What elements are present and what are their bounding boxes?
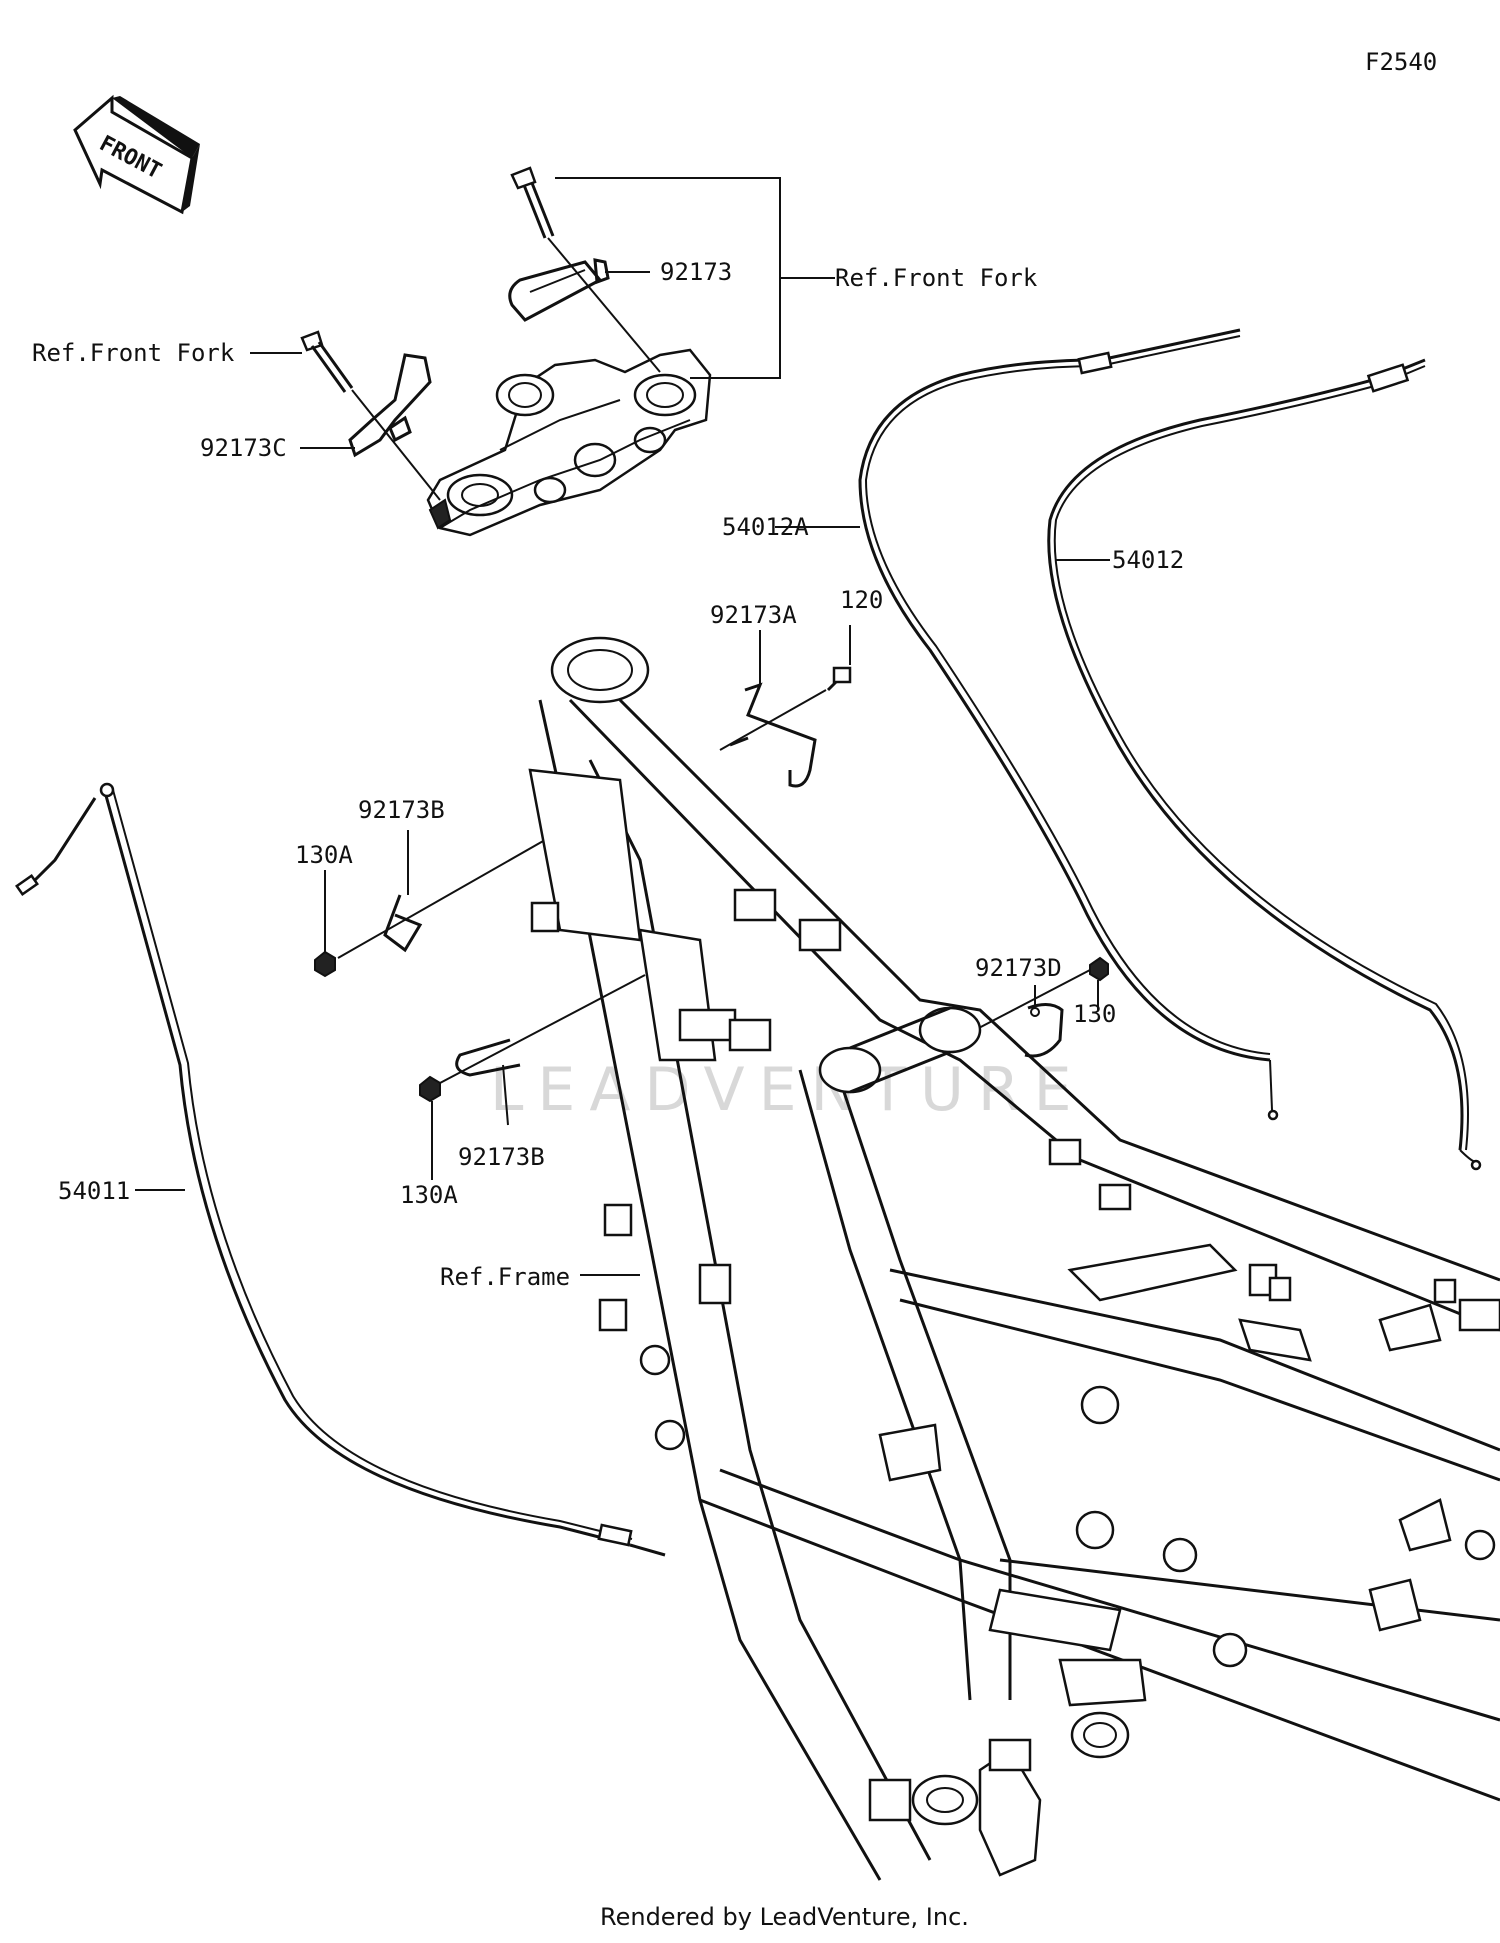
cable-54011 (15, 782, 666, 1557)
leader (719, 689, 827, 751)
label-ref-front-fork-left: Ref.Front Fork (32, 339, 235, 367)
label-92173A: 92173A (710, 601, 797, 629)
cable-54012A (858, 328, 1279, 1121)
steering-stem-bracket (426, 348, 712, 537)
label-92173B-upper: 92173B (358, 796, 445, 824)
clamp-92173C (348, 353, 432, 458)
label-92173D: 92173D (975, 954, 1062, 982)
leader (547, 237, 661, 373)
watermark: LEADVENTURE (490, 1055, 1086, 1125)
leader (974, 969, 1091, 1031)
cable-54012 (1047, 358, 1482, 1171)
bolt-130 (1089, 956, 1109, 982)
label-54012: 54012 (1112, 546, 1184, 574)
leader (502, 1064, 509, 1126)
label-130A-lower: 130A (400, 1181, 458, 1209)
bolt-120 (826, 666, 852, 692)
label-130A-upper: 130A (295, 841, 353, 869)
diagram-code: F2540 (1365, 48, 1437, 76)
bolt-130A-lower (419, 1075, 441, 1103)
label-130: 130 (1073, 1000, 1116, 1028)
label-92173B-lower: 92173B (458, 1143, 545, 1171)
front-direction-arrow-icon: FRONT (73, 94, 200, 215)
label-ref-front-fork-top: Ref.Front Fork (835, 264, 1038, 292)
frame (528, 636, 1500, 1881)
bolt-130A-upper (314, 950, 336, 978)
label-54012A: 54012A (722, 513, 809, 541)
bolt-top (510, 166, 555, 239)
leader (337, 819, 581, 959)
clamp-92173 (508, 258, 610, 322)
footer-credit: Rendered by LeadVenture, Inc. (600, 1903, 969, 1931)
label-120: 120 (840, 586, 883, 614)
leader (439, 974, 646, 1084)
label-92173: 92173 (660, 258, 732, 286)
clip-92173A (729, 682, 817, 788)
label-54011: 54011 (58, 1177, 130, 1205)
clip-92173B-upper (383, 894, 423, 953)
bolt-left (300, 330, 354, 393)
label-92173C: 92173C (200, 434, 287, 462)
label-ref-frame: Ref.Frame (440, 1263, 570, 1291)
clip-92173D (1024, 1003, 1064, 1058)
clip-92173B-lower (455, 1038, 521, 1077)
leader (351, 389, 441, 501)
